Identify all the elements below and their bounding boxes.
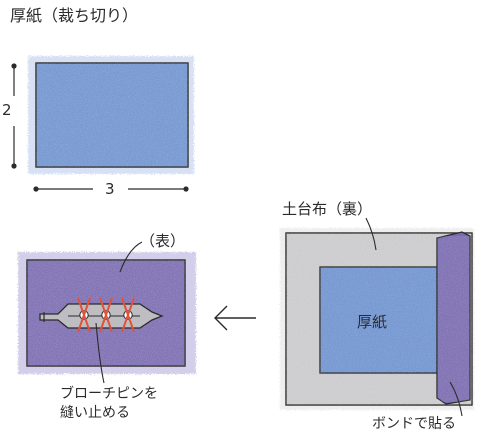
brooch-pin-label-line2: 縫い止める [60, 405, 130, 421]
cardboard-piece [28, 56, 194, 174]
brooch-pin [39, 297, 164, 333]
width-dimension [33, 186, 189, 192]
height-dimension [11, 63, 17, 169]
glue-label: ボンドで貼る [372, 416, 456, 432]
cardboard-label: 厚紙 [357, 313, 388, 331]
stitches [77, 297, 135, 333]
pin-leader [95, 322, 105, 384]
front-label: （表） [140, 232, 186, 250]
arrow-left-icon [214, 305, 256, 331]
front-leader [119, 241, 143, 273]
glue-leader [449, 381, 463, 417]
base-cloth-leader [365, 217, 377, 251]
base-cloth-back [280, 228, 474, 410]
front-panel [18, 252, 196, 374]
diagram-title: 厚紙（裁ち切り） [10, 6, 139, 25]
width-label: 3 [105, 180, 115, 198]
base-cloth-label: 土台布（裏） [282, 200, 373, 218]
brooch-pin-label-line1: ブローチピンを [60, 386, 158, 402]
height-label: 2 [2, 101, 12, 119]
